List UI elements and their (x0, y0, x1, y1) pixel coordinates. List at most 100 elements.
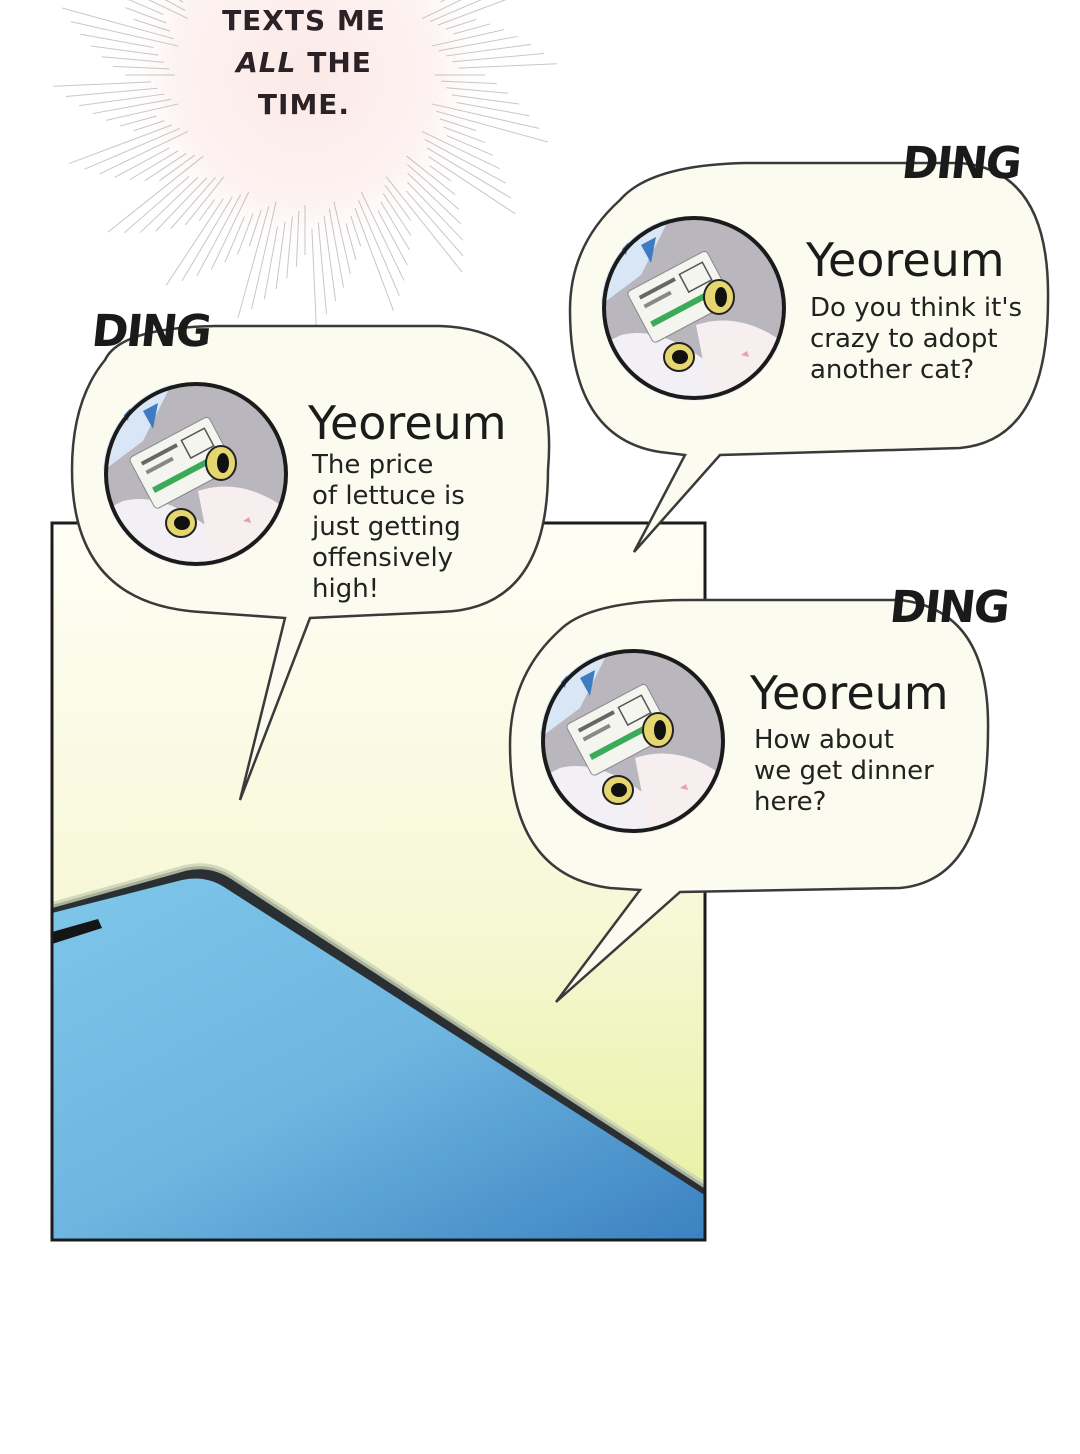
burst-line (437, 0, 507, 26)
burst-line (275, 221, 286, 290)
narration-caption: TEXTS ME ALL THE TIME. (186, 0, 422, 126)
burst-line (198, 199, 215, 221)
burst-line (106, 103, 179, 121)
message-2-line: Do you think it's (810, 293, 1023, 323)
cat-avatar-icon (103, 381, 289, 567)
burst-line (406, 155, 456, 196)
burst-line (452, 52, 545, 63)
burst-line (439, 118, 477, 132)
burst-line (385, 176, 463, 273)
burst-line (440, 80, 497, 85)
message-text-1: The price of lettuce is just getting off… (312, 450, 532, 605)
cat-avatar-icon (601, 215, 787, 401)
burst-line (113, 65, 170, 70)
message-3-line: here? (754, 787, 827, 817)
burst-line (382, 193, 412, 236)
burst-line (380, 201, 411, 251)
burst-line (333, 201, 351, 274)
sender-name-2: Yeoreum (806, 233, 1005, 287)
burst-line (107, 155, 204, 233)
narration-emphasis: ALL (236, 46, 297, 79)
burst-line (133, 120, 165, 132)
burst-line (445, 43, 532, 57)
cat-avatar-icon (540, 648, 726, 834)
message-text-3: How about we get dinner here? (754, 725, 974, 818)
burst-line (431, 103, 540, 129)
sender-name-1: Yeoreum (308, 396, 507, 450)
burst-line (445, 18, 477, 30)
burst-line (407, 172, 462, 225)
burst-line (70, 21, 179, 47)
burst-line (317, 222, 328, 315)
burst-line (357, 199, 400, 296)
message-2-line: crazy to adopt (810, 324, 998, 354)
burst-line (263, 226, 278, 300)
burst-line (155, 177, 208, 232)
burst-line (424, 139, 507, 184)
burst-line (80, 33, 154, 48)
burst-line (429, 165, 451, 182)
burst-line (458, 63, 557, 69)
burst-line (165, 198, 224, 286)
ding-sfx-1: DING (89, 306, 213, 357)
burst-line (446, 87, 509, 94)
burst-line (407, 164, 459, 210)
burst-line (328, 208, 345, 288)
burst-line (133, 18, 171, 32)
burst-line (148, 0, 189, 20)
burst-line (350, 215, 362, 247)
burst-line (438, 35, 518, 52)
message-1-line: The price (312, 450, 434, 480)
message-1-line: offensively (312, 543, 454, 573)
burst-line (451, 94, 520, 105)
narration-line-1: TEXTS ME (222, 4, 386, 37)
burst-line (123, 175, 190, 234)
burst-line (421, 130, 500, 170)
burst-line (377, 210, 408, 266)
message-1-line: just getting (312, 512, 461, 542)
burst-line (90, 45, 159, 56)
burst-line (248, 209, 262, 247)
burst-line (446, 135, 493, 156)
burst-line (125, 7, 167, 24)
burst-line (237, 213, 254, 255)
focus-burst (53, 0, 557, 327)
ding-sfx-3: DING (887, 582, 1011, 633)
burst-line (170, 177, 216, 229)
burst-line (237, 205, 270, 319)
message-1-line: of lettuce is (312, 481, 465, 511)
burst-line (119, 115, 157, 127)
burst-line (323, 215, 337, 302)
message-1-line: high! (312, 574, 380, 604)
burst-line (295, 210, 300, 267)
burst-line (384, 184, 412, 221)
burst-line (78, 93, 165, 107)
message-3-line: we get dinner (754, 756, 934, 786)
narration-line-2: ALL THE (236, 46, 372, 79)
burst-line (164, 0, 186, 11)
burst-line (251, 201, 277, 310)
message-3-line: How about (754, 725, 895, 755)
burst-line (428, 156, 516, 215)
burst-line (53, 81, 152, 87)
burst-line (84, 127, 181, 170)
burst-line (406, 181, 463, 241)
burst-line (101, 56, 164, 63)
burst-line (286, 216, 293, 279)
burst-line (144, 152, 187, 182)
burst-line (426, 147, 512, 199)
burst-line (129, 150, 179, 181)
burst-line (354, 207, 395, 312)
message-text-2: Do you think it's crazy to adopt another… (810, 293, 1035, 386)
burst-line (210, 191, 250, 270)
burst-line (128, 0, 164, 15)
burst-line (421, 0, 462, 20)
burst-line (159, 154, 196, 182)
burst-line (68, 124, 173, 165)
burst-line (65, 87, 158, 98)
burst-line (453, 23, 491, 35)
burst-line (61, 7, 175, 40)
burst-line (139, 176, 199, 233)
burst-line (184, 176, 225, 226)
